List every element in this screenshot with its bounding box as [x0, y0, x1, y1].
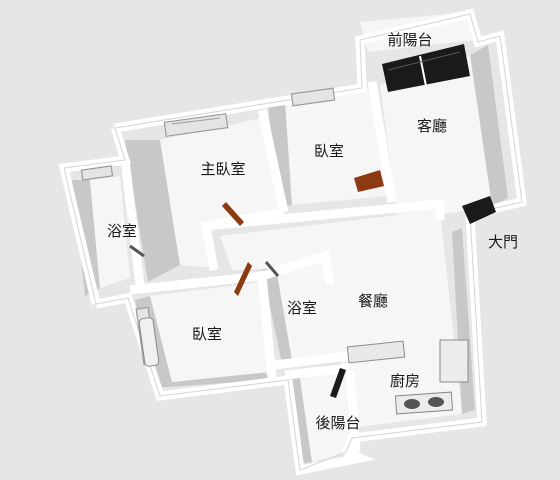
bath-1-floor	[90, 176, 130, 288]
label-front-balcony: 前陽台	[387, 31, 432, 49]
door-bedroom-1	[354, 170, 384, 192]
windows	[80, 44, 470, 366]
door-main	[462, 196, 496, 224]
door-bath-1	[129, 244, 145, 258]
label-rear-balcony: 後陽台	[315, 414, 360, 432]
label-master-bedroom: 主臥室	[200, 160, 245, 178]
burner-left	[404, 399, 420, 409]
window-living-room	[382, 44, 470, 92]
window-master-bedroom	[163, 113, 229, 137]
kitchen-fixtures	[346, 339, 469, 415]
window-bath-1	[80, 165, 114, 181]
rear-balcony-floor	[300, 372, 360, 462]
room-labels: 前陽台 客廳 臥室 主臥室 浴室 大門 餐廳 浴室 臥室 廚房 後陽台	[107, 31, 518, 432]
window-bedroom-1	[290, 87, 336, 107]
door-rear-balcony	[330, 368, 346, 398]
label-bedroom-1: 臥室	[314, 142, 344, 160]
label-main-door: 大門	[488, 233, 518, 251]
wall-outlines	[63, 13, 523, 471]
label-bath-1: 浴室	[107, 222, 137, 240]
door-master-bedroom	[222, 202, 244, 226]
master-bedroom-floor	[160, 118, 282, 268]
fridge	[439, 339, 469, 383]
bedroom-2-floor	[150, 282, 270, 382]
bathtub	[138, 317, 160, 367]
door-bath-2	[264, 261, 280, 277]
label-living-room: 客廳	[417, 117, 447, 135]
living-room-floor	[380, 55, 492, 222]
doors	[129, 170, 496, 398]
burner-right	[428, 397, 444, 407]
door-bedroom-2	[234, 262, 252, 296]
label-kitchen: 廚房	[390, 372, 420, 390]
dining-counter	[346, 340, 406, 364]
stove	[394, 391, 454, 415]
label-bedroom-2: 臥室	[192, 325, 222, 343]
label-bath-2: 浴室	[287, 299, 317, 317]
label-dining-room: 餐廳	[358, 292, 388, 310]
